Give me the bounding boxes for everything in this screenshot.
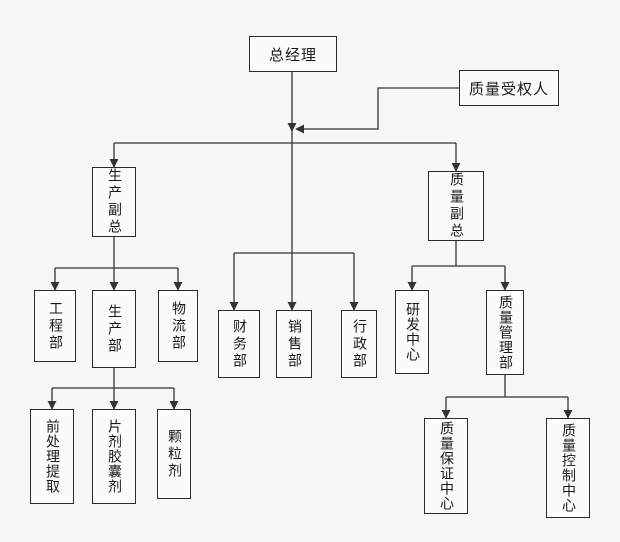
box-quality-authorized-person: 质量受权人: [459, 70, 559, 106]
connector-qap-to-hub: [295, 87, 459, 134]
box-engineering-dept: 工程部: [34, 290, 76, 362]
box-quality-vp: 质量副总: [428, 171, 484, 241]
box-extraction-workshop: 前处理提取: [30, 409, 74, 504]
box-granule-workshop: 颗粒剂: [157, 409, 191, 499]
box-logistics-dept: 物流部: [158, 290, 198, 362]
box-tablet-capsule-workshop: 片剂胶囊剂: [92, 409, 136, 504]
box-admin-dept: 行政部: [341, 310, 377, 378]
box-production-dept: 生产部: [92, 290, 136, 368]
box-qa-center: 质量保证中心: [424, 418, 468, 514]
box-rd-center: 研发中心: [395, 290, 429, 374]
box-quality-management-dept: 质量管理部: [486, 290, 524, 375]
box-general-manager: 总经理: [249, 36, 337, 72]
box-qc-center: 质量控制中心: [546, 418, 590, 518]
box-finance-dept: 财务部: [218, 310, 260, 378]
box-production-vp: 生产副总: [92, 167, 136, 237]
box-sales-dept: 销售部: [276, 310, 312, 378]
